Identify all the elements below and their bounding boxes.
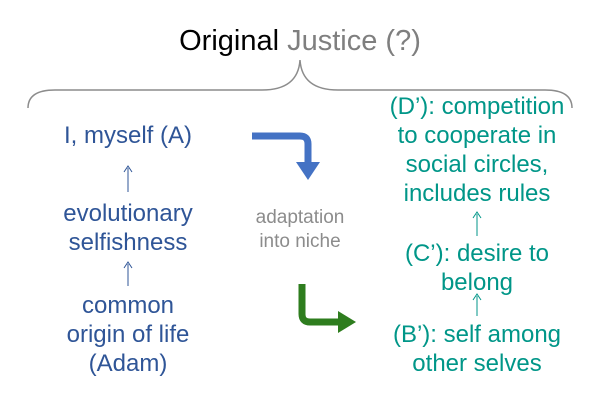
middle-label-adaptation: adaptation into niche [232,206,368,254]
node-d-prime-competition: (D’): competition to cooperate in social… [362,92,592,208]
node-c-line-2: belong [440,269,514,296]
left-up-arrowhead-1 [123,165,133,173]
title-accent: Justice (?) [287,25,421,57]
node-b-prime-self-among: (B’): self among other selves [362,320,592,378]
node-origin-line-1: common [81,292,175,319]
node-a-line-1: I, myself (A) [63,122,192,149]
node-evolutionary-selfishness: evolutionary selfishness [28,199,228,257]
node-a-myself: I, myself (A) [28,121,228,150]
node-evolutionary-line-2: selfishness [68,229,188,256]
node-c-line-1: (C’): desire to [404,240,550,267]
node-evolutionary-line-1: evolutionary [63,200,193,227]
node-d-line-4: includes rules [403,180,551,207]
blue-bent-arrow [252,132,320,180]
right-up-arrowhead-1 [472,211,482,219]
node-d-line-3: social circles, [405,151,549,178]
curly-brace [27,59,573,109]
node-d-line-2: to cooperate in [397,122,557,149]
diagram-title: Original Justice (?) [0,24,600,58]
node-d-line-1: (D’): competition [389,93,565,120]
node-common-origin: common origin of life (Adam) [28,291,228,378]
middle-label-line-1: adaptation [255,207,345,228]
green-bent-arrow [298,284,356,333]
node-b-line-2: other selves [412,350,542,377]
node-origin-line-2: origin of life [66,321,190,348]
node-origin-line-3: (Adam) [88,350,168,377]
node-c-prime-belong: (C’): desire to belong [362,239,592,297]
left-up-arrowhead-2 [123,261,133,269]
right-up-arrowhead-2 [472,293,482,301]
title-main: Original [179,25,280,57]
node-b-line-1: (B’): self among [392,321,562,348]
middle-label-line-2: into niche [259,231,341,252]
